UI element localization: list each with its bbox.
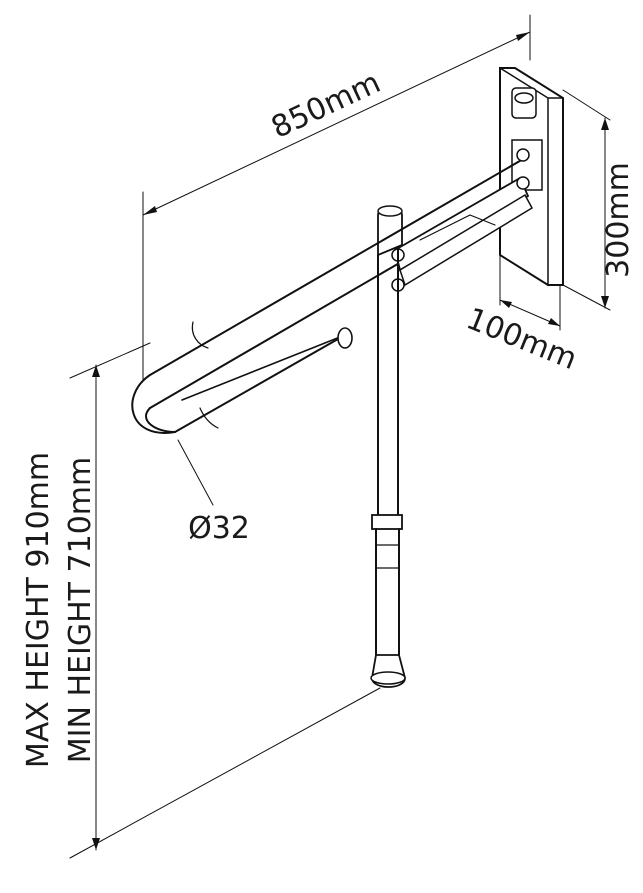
height-dimension: MAX HEIGHT 910mm MIN HEIGHT 710mm	[21, 342, 381, 859]
plate-height-dimension: 300mm	[562, 89, 636, 311]
upper-rail	[131, 157, 526, 434]
length-label: 850mm	[266, 65, 386, 146]
support-leg	[370, 249, 406, 688]
wall-plate	[499, 66, 564, 287]
min-height-label: MIN HEIGHT 710mm	[63, 457, 98, 763]
diameter-label: Ø32	[188, 511, 250, 546]
diameter-callout: Ø32	[177, 439, 250, 546]
plate-height-label: 300mm	[601, 162, 636, 278]
plate-width-label: 100mm	[461, 301, 581, 377]
support-collar	[377, 205, 403, 256]
max-height-label: MAX HEIGHT 910mm	[21, 452, 56, 768]
folding-linkage	[391, 148, 533, 292]
